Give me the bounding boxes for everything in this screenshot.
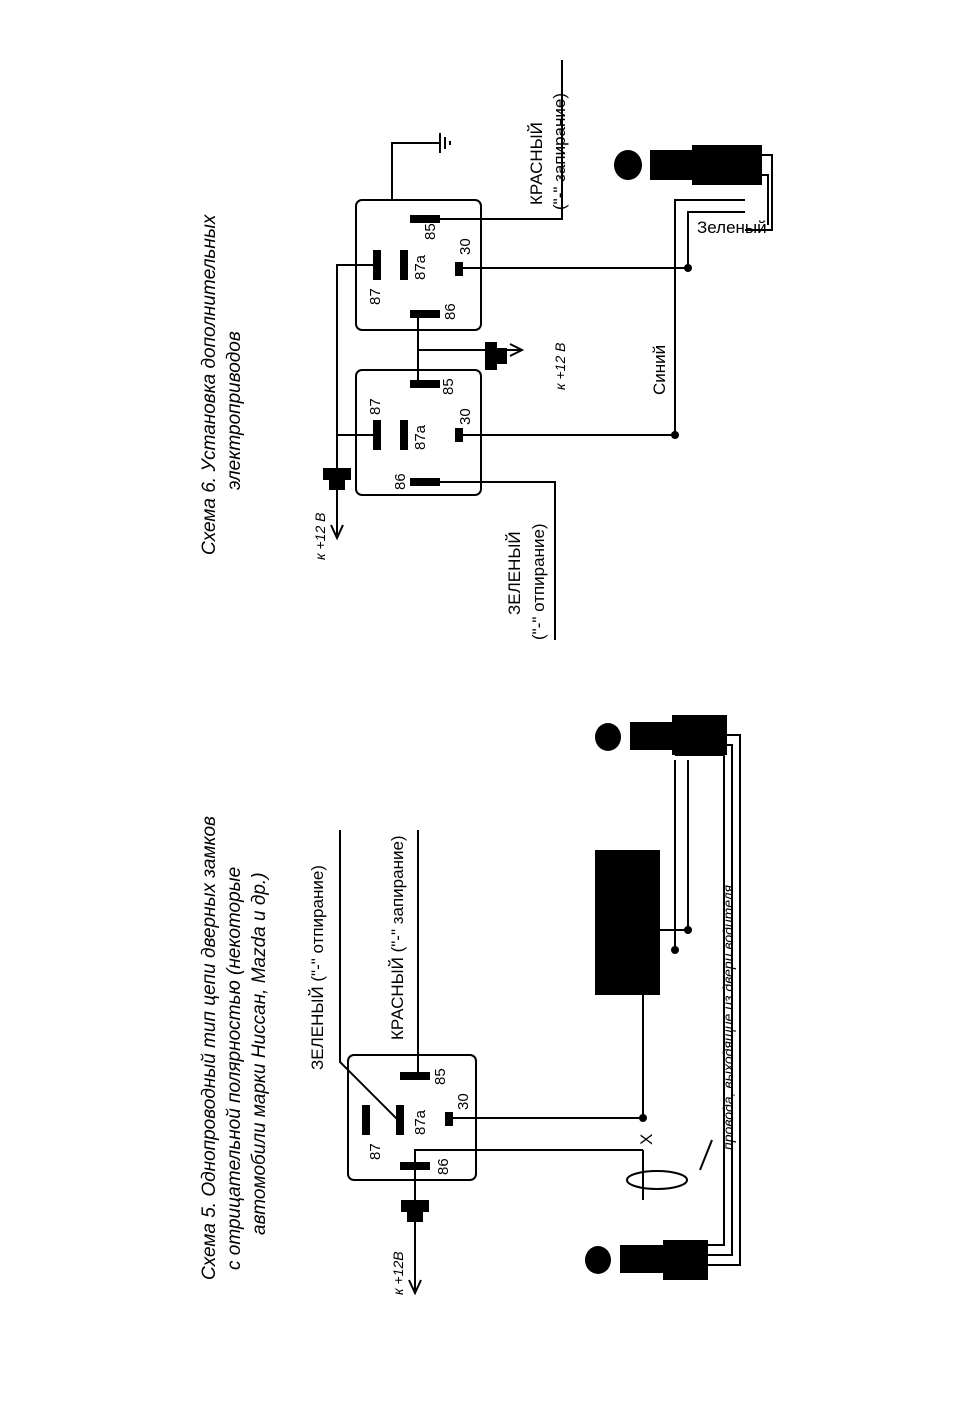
schema6: Схема 6. Установка дополнительных электр… [199, 60, 773, 640]
schema5-wire-green-label: ЗЕЛЕНЫЙ ("-" отпирание) [308, 865, 327, 1070]
schema5-pin-87: 87 [367, 1143, 384, 1160]
schema5-control-block [595, 850, 660, 995]
schema6-upper-pin-86: 86 [442, 303, 459, 320]
schema6-fuse-left [323, 468, 351, 490]
schema5-terminal-87 [362, 1105, 370, 1135]
schema6-supply-mid: к +12 В [552, 343, 568, 390]
schema5-pin-85: 85 [432, 1068, 449, 1085]
schema6-upper-pin-30: 30 [457, 238, 474, 255]
schema6-upper-pin-87a: 87a [412, 254, 429, 280]
schema6-upper-terminal-85 [410, 215, 440, 223]
schema5-actuator-top [595, 715, 727, 755]
schema6-lower-terminal-85 [410, 380, 440, 388]
schema6-lower-terminal-30 [455, 428, 463, 442]
schema5-fuse [401, 1200, 429, 1222]
schema6-wire-red-sub: ("-" запирание) [550, 93, 569, 210]
schema6-lower-terminal-86 [410, 478, 440, 486]
schema6-lower-pin-30: 30 [457, 408, 474, 425]
schema5-terminal-30 [445, 1112, 453, 1126]
schema6-wire-red-label: КРАСНЫЙ [527, 122, 546, 205]
schema6-upper-pin-85: 85 [422, 223, 439, 240]
schema6-wire-green-small-label: Зеленый [697, 218, 767, 237]
schema5-cut-mark: X [637, 1134, 656, 1145]
schema5-terminal-85 [400, 1072, 430, 1080]
schema5: Схема 5. Однопроводный тип цепи дверных … [199, 715, 741, 1296]
schema5-terminal-87a [396, 1105, 404, 1135]
schema5-pin-86: 86 [435, 1158, 452, 1175]
schema6-upper-terminal-30 [455, 262, 463, 276]
schema5-pin-87a: 87a [412, 1109, 429, 1135]
schema5-wire-red-label: КРАСНЫЙ ("-" запирание) [388, 835, 407, 1040]
schema6-wire-green-sub: ("-" отпирание) [529, 523, 548, 640]
schema6-lower-terminal-87a [400, 420, 408, 450]
schema6-upper-terminal-86 [410, 310, 440, 318]
schema6-caption-line1: Схема 6. Установка дополнительных [199, 213, 220, 555]
schema6-lower-pin-86: 86 [392, 473, 409, 490]
schema5-pin-30: 30 [455, 1093, 472, 1110]
schema5-door-wires-note: провода, выходящие из двери водителя [720, 884, 736, 1150]
schema6-wire-blue-label: Синий [650, 345, 669, 395]
schema6-lower-pin-87a: 87a [412, 424, 429, 450]
schema6-actuator [614, 145, 773, 231]
schema5-caption-line1: Схема 5. Однопроводный тип цепи дверных … [199, 816, 220, 1280]
schema6-supply-left: к +12 В [312, 513, 328, 560]
schema6-wire-green-label: ЗЕЛЕНЫЙ [505, 531, 524, 615]
schema6-upper-pin-87: 87 [367, 288, 384, 305]
schema6-lower-pin-85: 85 [440, 378, 457, 395]
schema6-upper-terminal-87a [400, 250, 408, 280]
schema6-fuse-mid [485, 342, 507, 370]
schema6-lower-pin-87: 87 [367, 398, 384, 415]
schema5-caption-line3: автомобили марки Ниссан, Mazda и др.) [249, 872, 270, 1235]
schema6-caption-line2: электроприводов [224, 331, 245, 490]
schema5-supply: к +12В [390, 1251, 406, 1295]
schema5-caption-line2: с отрицательной полярностью (некоторые [224, 867, 245, 1270]
schema6-wires [330, 60, 745, 640]
schema5-actuator-bottom [585, 1240, 708, 1280]
